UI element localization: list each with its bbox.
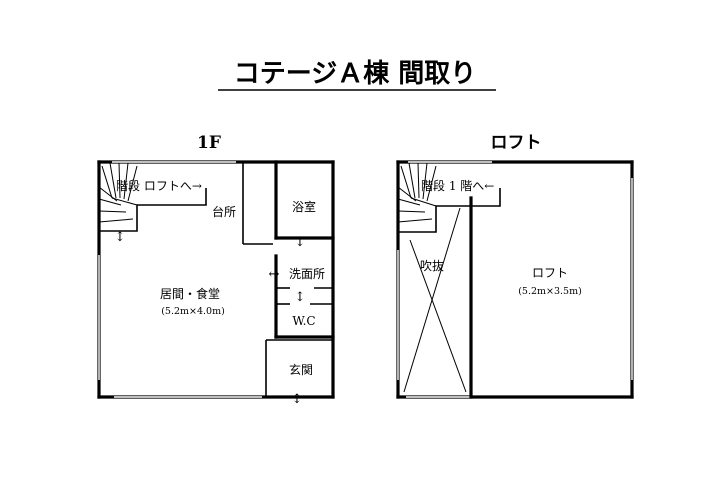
entrance-label: 玄関 [289, 362, 313, 377]
entrance-door-arrow: ↕ [292, 392, 303, 407]
washroom-door-arrow: ↔ [269, 267, 280, 282]
wc-door-arrow: ↕ [295, 290, 306, 305]
floor-1-living: 居間・食堂 (5.2m×4.0m) [160, 286, 225, 317]
void-label: 吹抜 [420, 259, 444, 273]
loft-floor-label: ロフト [491, 133, 542, 153]
loft-stairs: 階段 1 階へ← [397, 162, 501, 233]
loft-plan: ロフト 階段 1 階へ← [396, 133, 634, 399]
floor-1-plan: 1F 階段 ロフトへ→ ↕ [97, 133, 335, 407]
bath-label: 浴室 [292, 199, 316, 214]
living-label: 居間・食堂 [160, 286, 220, 301]
floor-1-service-column: 浴室 ↕ ↔ 洗面所 ↕ W.C 玄関 ↕ [265, 160, 335, 407]
floor-1-label: 1F [197, 133, 221, 153]
floor-1-stairs: 階段 ロフトへ→ ↕ [98, 162, 207, 245]
loft-room-size: (5.2m×3.5m) [518, 286, 582, 297]
loft-room: ロフト (5.2m×3.5m) [518, 266, 582, 297]
washroom-label: 洗面所 [289, 267, 325, 281]
bath-door-arrow: ↕ [295, 235, 306, 250]
wc-label: W.C [292, 314, 315, 328]
floor-1-stairs-door-arrow: ↕ [115, 230, 126, 245]
plan-title: コテージＡ棟 間取り [234, 59, 477, 89]
loft-void: 吹抜 [403, 207, 467, 393]
loft-stairs-label: 階段 1 階へ← [421, 178, 494, 193]
living-size: (5.2m×4.0m) [161, 306, 225, 317]
floor-1-kitchen: 台所 [212, 162, 273, 245]
loft-room-label: ロフト [532, 266, 568, 280]
floor-1-stairs-label: 階段 ロフトへ→ [116, 178, 202, 193]
kitchen-label: 台所 [212, 204, 236, 219]
